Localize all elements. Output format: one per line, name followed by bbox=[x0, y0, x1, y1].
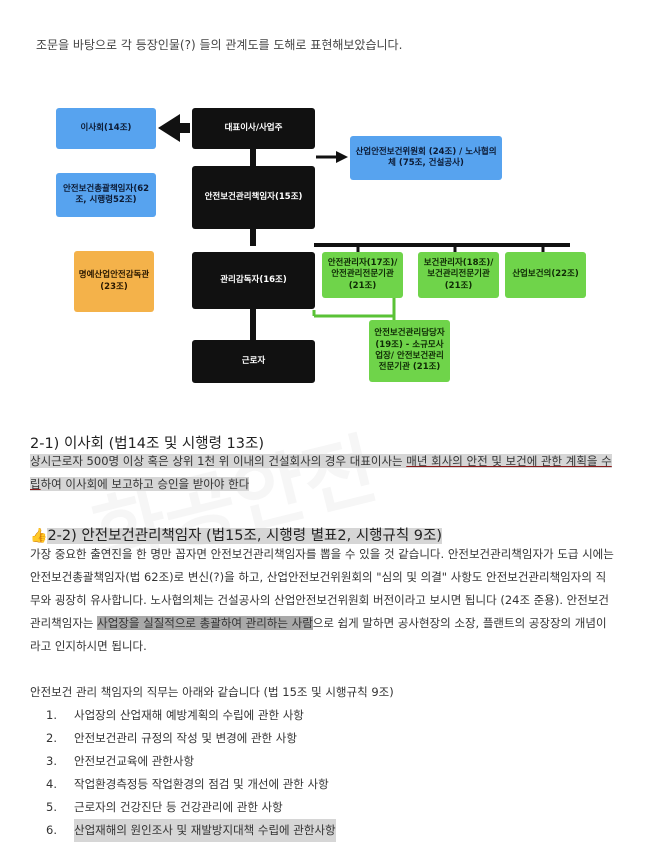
health-officer-box: 보건관리자(18조)/보건관리전문기관(21조) bbox=[418, 252, 499, 298]
safety-health-person-box: 안전보건관리담당자(19조) - 소규모사업장/ 안전보건관리 전문기관 (21… bbox=[369, 320, 450, 382]
ceo-box: 대표이사/사업주 bbox=[192, 108, 315, 149]
list-item: 3.안전보건교육에 관한사항 bbox=[46, 754, 195, 768]
list-item: 4.작업환경측정등 작업환경의 점검 및 개선에 관한 사항 bbox=[46, 777, 329, 791]
list-item: 6.산업재해의 원인조사 및 재발방지대책 수립에 관한사항 bbox=[46, 819, 336, 842]
occupational-doctor-box: 산업보건의(22조) bbox=[505, 252, 586, 298]
safety-officer-box: 안전관리자(17조)/안전관리전문기관(21조) bbox=[322, 252, 403, 298]
section-heading-board: 2-1) 이사회 (법14조 및 시행령 13조) bbox=[30, 436, 264, 452]
safety-health-manager-box: 안전보건관리책임자(15조) bbox=[192, 166, 315, 229]
board-box: 이사회(14조) bbox=[56, 108, 156, 149]
honorary-inspector-box: 명예산업안전감독관 (23조) bbox=[74, 251, 154, 312]
duties-list: 1.사업장의 산업재해 예방계획의 수립에 관한 사항 2.안전보건관리 규정의… bbox=[46, 704, 336, 842]
section-body-board: 상시근로자 500명 이상 혹은 상위 1천 위 이내의 건설회사의 경우 대표… bbox=[30, 454, 612, 491]
duties-intro: 안전보건 관리 책임자의 직무는 아래와 같습니다 (법 15조 및 시행규칙 … bbox=[30, 685, 394, 699]
supervisor-box: 관리감독자(16조) bbox=[192, 252, 315, 309]
section-heading-manager: 👍2-2) 안전보건관리책임자 (법15조, 시행령 별표2, 시행규칙 9조) bbox=[30, 528, 443, 544]
intro-text: 조문을 바탕으로 각 등장인물(?) 들의 관계도를 도해로 표현해보았습니다. bbox=[36, 38, 403, 52]
list-item: 5.근로자의 건강진단 등 건강관리에 관한 사항 bbox=[46, 800, 283, 814]
worker-box: 근로자 bbox=[192, 340, 315, 383]
thumbs-up-icon: 👍 bbox=[30, 528, 48, 544]
section-body-manager: 가장 중요한 출연진을 한 명만 꼽자면 안전보건관리책임자를 뽑을 수 있을 … bbox=[30, 547, 614, 653]
safety-committee-box: 산업안전보건위원회 (24조) / 노사협의체 (75조, 건설공사) bbox=[350, 136, 502, 180]
list-item: 2.안전보건관리 규정의 작성 및 변경에 관한 사항 bbox=[46, 731, 297, 745]
general-manager-box: 안전보건총괄책임자(62조, 시행령52조) bbox=[56, 173, 156, 217]
list-item: 1.사업장의 산업재해 예방계획의 수립에 관한 사항 bbox=[46, 708, 304, 722]
